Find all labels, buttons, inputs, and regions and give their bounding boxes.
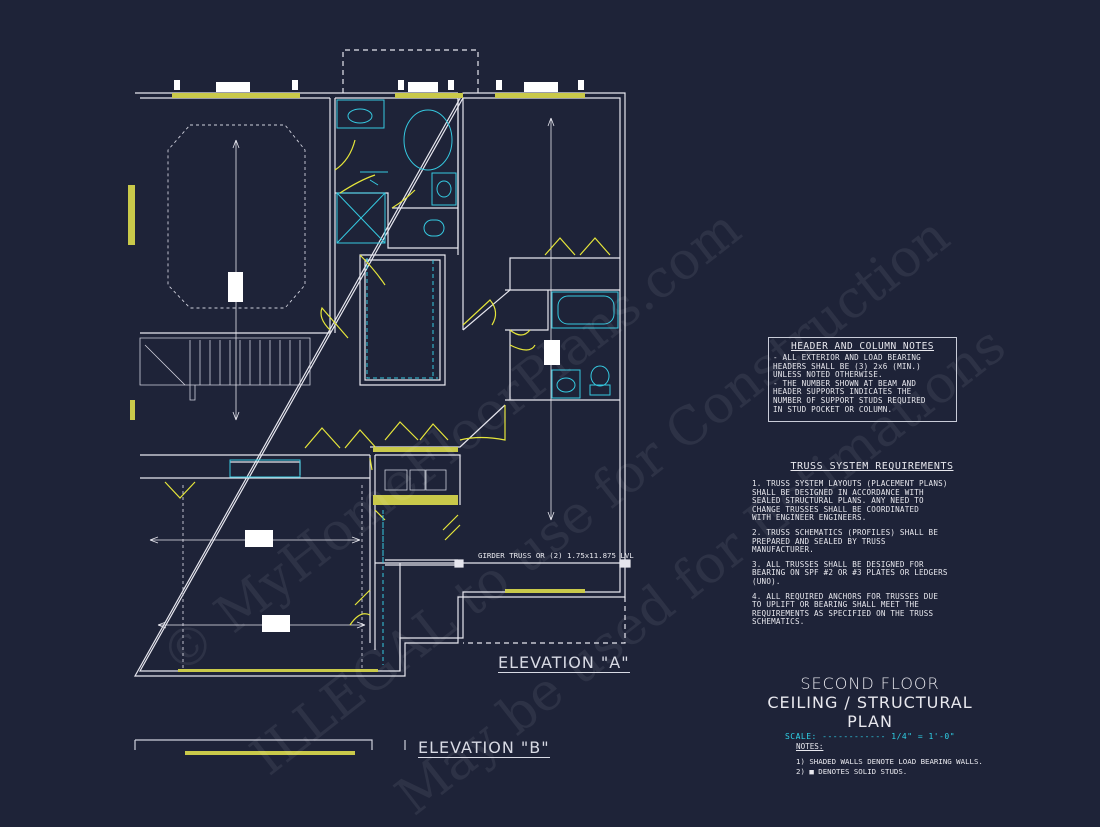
- truss-line: TO UPLIFT OR BEARING SHALL MEET THE: [752, 600, 920, 610]
- girder-truss-line: [375, 559, 631, 568]
- ceiling-tray-lines: [167, 124, 363, 670]
- truss-line: SHALL BE DESIGNED IN ACCORDANCE WITH: [752, 487, 924, 497]
- note-line: UNLESS NOTED OTHERWISE.: [773, 370, 883, 380]
- header-column-notes: HEADER AND COLUMN NOTES - ALL EXTERIOR A…: [768, 337, 957, 422]
- note-line: HEADER SUPPORTS INDICATES THE: [773, 387, 912, 397]
- truss-title: TRUSS SYSTEM REQUIREMENTS: [790, 461, 954, 472]
- truss-line: CHANGE TRUSSES SHALL BE COORDINATED: [752, 504, 920, 514]
- girder-label: GIRDER TRUSS OR (2) 1.75x11.875 LVL: [478, 551, 634, 560]
- plan-title-line2: CEILING / STRUCTURAL PLAN: [767, 693, 973, 731]
- plan-title-block: SECOND FLOOR CEILING / STRUCTURAL PLAN S…: [745, 674, 995, 741]
- truss-line: PREPARED AND SEALED BY TRUSS: [752, 536, 886, 546]
- truss-item-1: 1. TRUSS SYSTEM LAYOUTS (PLACEMENT PLANS…: [752, 479, 992, 523]
- windows: [128, 80, 585, 755]
- truss-line: SEALED STRUCTURAL PLANS. ANY NEED TO: [752, 496, 924, 506]
- plan-scale: SCALE: ------------ 1/4" = 1'-0": [784, 732, 956, 741]
- load-bearing-walls: [366, 258, 438, 665]
- general-notes: NOTES: 1) SHADED WALLS DENOTE LOAD BEARI…: [796, 742, 996, 777]
- general-note-line: 2) ■ DENOTES SOLID STUDS.: [796, 767, 908, 776]
- truss-line: REQUIREMENTS AS SPECIFIED ON THE TRUSS: [752, 608, 934, 618]
- note-line: IN STUD POCKET OR COLUMN.: [773, 404, 893, 414]
- truss-requirements: TRUSS SYSTEM REQUIREMENTS 1. TRUSS SYSTE…: [752, 461, 992, 633]
- plumbing-fixtures: [229, 99, 619, 478]
- general-notes-title: NOTES:: [796, 742, 824, 751]
- plan-title-line1: SECOND FLOOR: [800, 674, 940, 693]
- note-line: - ALL EXTERIOR AND LOAD BEARING: [773, 353, 921, 362]
- elevation-b-label: ELEVATION "B": [418, 738, 550, 758]
- truss-line: SCHEMATICS.: [752, 617, 805, 627]
- elevation-a-label: ELEVATION "A": [498, 653, 630, 673]
- truss-item-3: 3. ALL TRUSSES SHALL BE DESIGNED FOR BEA…: [752, 559, 992, 587]
- truss-line: WITH ENGINEER ENGINEERS.: [752, 513, 867, 523]
- header-column-notes-title: HEADER AND COLUMN NOTES: [790, 341, 935, 352]
- truss-item-4: 4. ALL REQUIRED ANCHORS FOR TRUSSES DUE …: [752, 591, 992, 627]
- truss-line: 2. TRUSS SCHEMATICS (PROFILES) SHALL BE: [752, 527, 939, 537]
- truss-line: BEARING ON SPF #2 OR #3 PLATES OR LEDGER…: [752, 568, 948, 578]
- truss-line: 3. ALL TRUSSES SHALL BE DESIGNED FOR: [752, 559, 924, 569]
- truss-item-2: 2. TRUSS SCHEMATICS (PROFILES) SHALL BE …: [752, 527, 992, 555]
- note-line: HEADERS SHALL BE (3) 2x6 (MIN.): [773, 361, 921, 371]
- stairs: [139, 337, 311, 401]
- note-line: NUMBER OF SUPPORT STUDS REQUIRED: [773, 395, 926, 405]
- note-line: - THE NUMBER SHOWN AT BEAM AND: [773, 378, 917, 388]
- general-note-line: 1) SHADED WALLS DENOTE LOAD BEARING WALL…: [796, 757, 983, 766]
- truss-line: MANUFACTURER.: [752, 545, 815, 555]
- truss-line: 1. TRUSS SYSTEM LAYOUTS (PLACEMENT PLANS…: [752, 479, 948, 488]
- truss-line: 4. ALL REQUIRED ANCHORS FOR TRUSSES DUE: [752, 591, 939, 601]
- truss-line: (UNO).: [752, 576, 781, 586]
